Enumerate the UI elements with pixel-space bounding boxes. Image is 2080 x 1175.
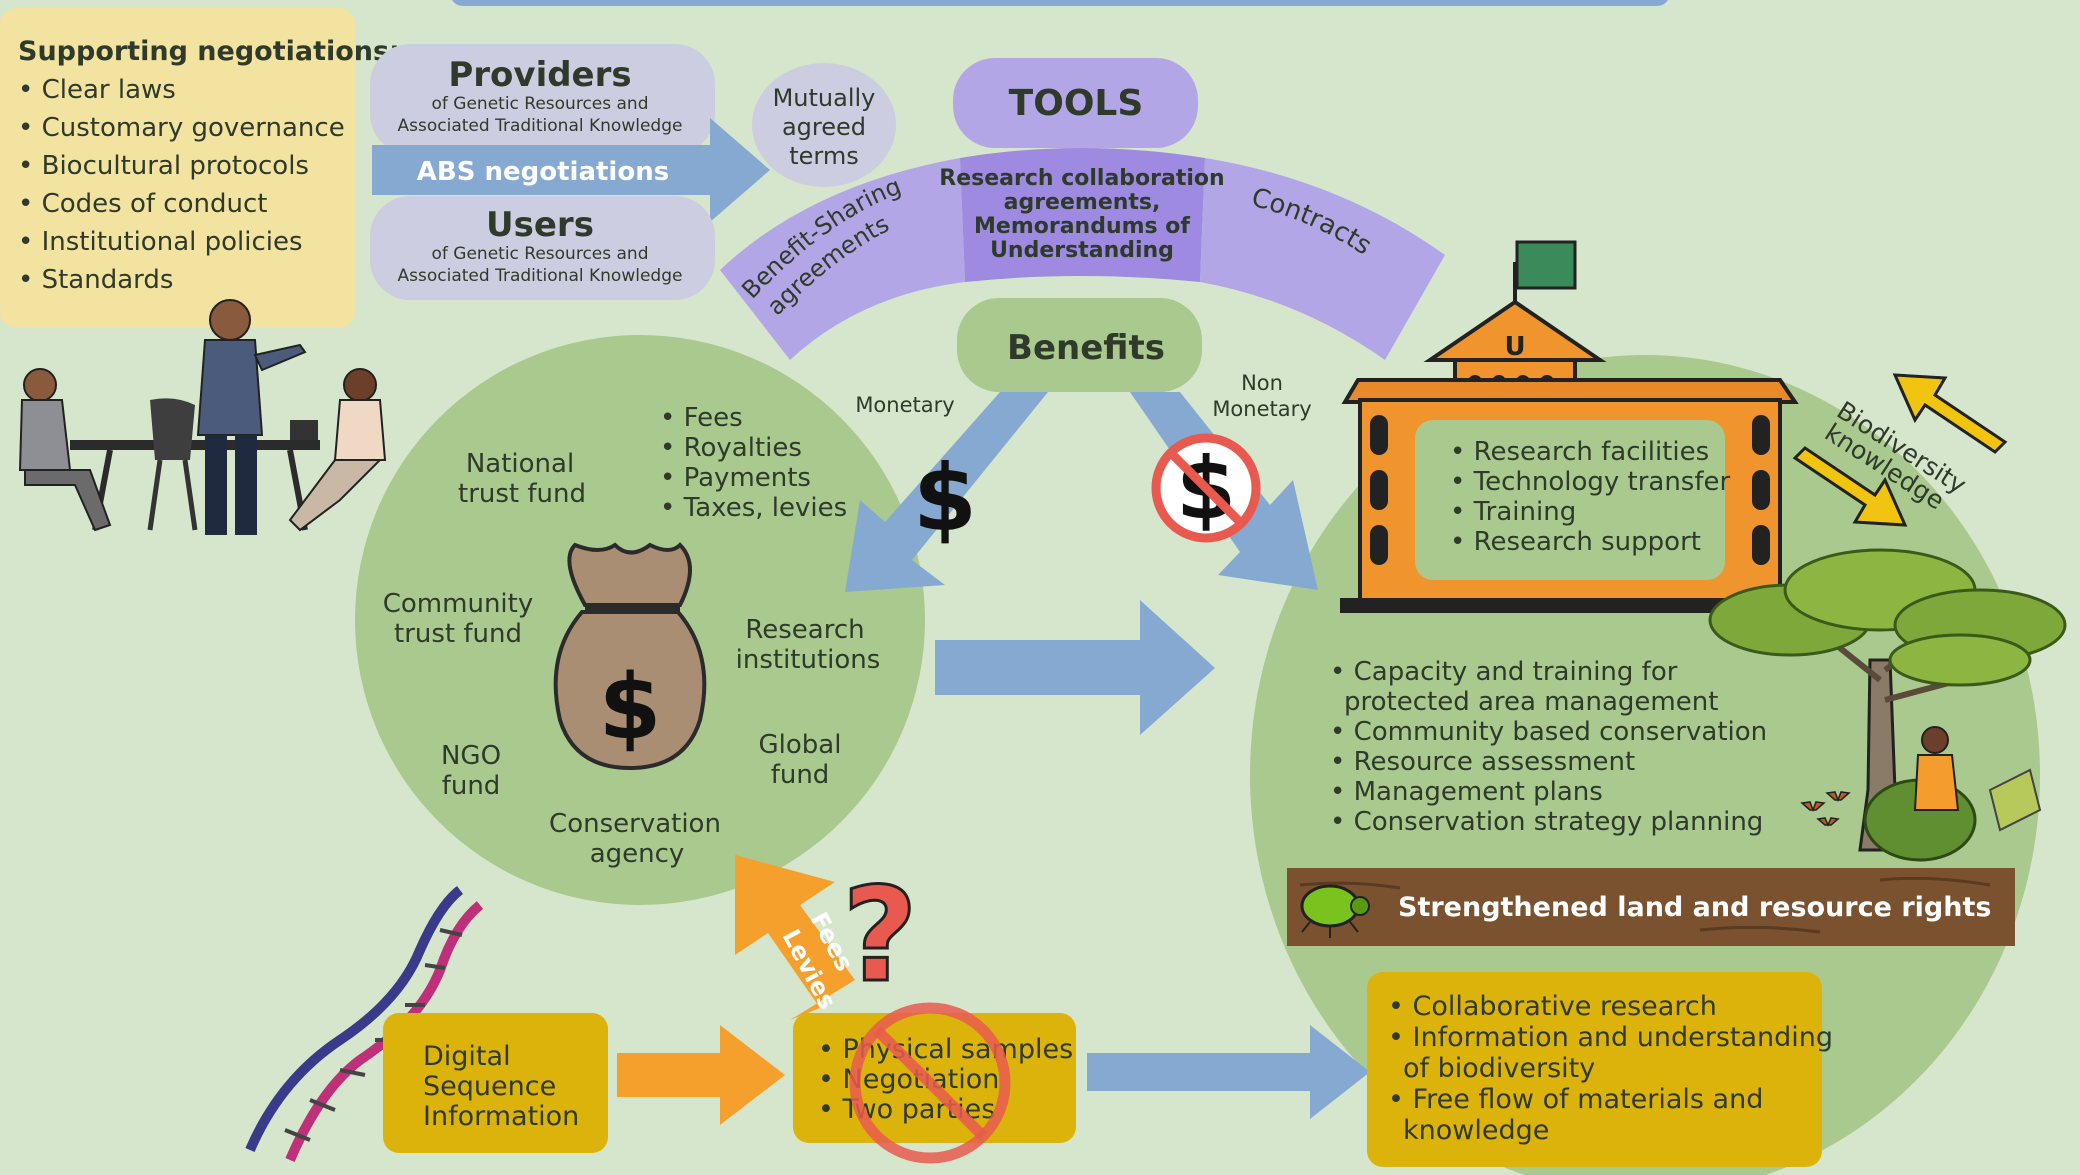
payment-type: • Payments <box>660 463 811 493</box>
users-box: Users of Genetic Resources and Associate… <box>370 196 715 300</box>
providers-subtitle: Associated Traditional Knowledge <box>398 116 683 136</box>
university-item: • Training <box>1450 497 1576 527</box>
users-subtitle: of Genetic Resources and <box>432 244 649 264</box>
mutually-agreed-terms: Mutually agreed terms <box>752 63 896 187</box>
flag-icon <box>1515 240 1577 290</box>
abs-negotiations-label: ABS negotiations <box>417 157 669 187</box>
research-institutions: Research <box>745 615 864 645</box>
land-rights-bar: Strengthened land and resource rights <box>1287 868 2015 946</box>
transfer-arrow <box>935 600 1215 735</box>
money-bag-icon: $ <box>553 542 707 771</box>
conservation-list: • Capacity and training for protected ar… <box>1330 657 1767 837</box>
dsi-box: Digital Sequence Information <box>383 1013 608 1153</box>
supporting-item: • Clear laws <box>18 75 176 105</box>
providers-subtitle: of Genetic Resources and <box>432 94 649 114</box>
ngo-fund: fund <box>442 771 501 801</box>
benefits-title: Benefits <box>1007 328 1165 368</box>
community-trust-fund: Community <box>383 589 533 619</box>
community-trust-fund: trust fund <box>394 619 522 649</box>
conservation-agency: Conservation <box>549 809 721 839</box>
conservation-item: • Management plans <box>1330 777 1603 807</box>
supporting-item: • Standards <box>18 265 173 295</box>
fees-levies-arrow: Fees Levies <box>735 855 859 1020</box>
benefits-box: Benefits <box>957 298 1202 392</box>
tools-title: TOOLS <box>1009 83 1144 124</box>
collaborative-research-box: • Collaborative research • Information a… <box>1367 972 1833 1167</box>
payment-type: • Royalties <box>660 433 802 463</box>
conservation-agency: agency <box>590 839 685 869</box>
people-meeting-icon <box>18 299 387 535</box>
collab-item: knowledge <box>1403 1115 1549 1146</box>
conservation-item: • Resource assessment <box>1330 747 1635 777</box>
payment-type: • Fees <box>660 403 743 433</box>
supporting-item: • Biocultural protocols <box>18 151 309 181</box>
supporting-item: • Codes of conduct <box>18 189 267 219</box>
payment-type: • Taxes, levies <box>660 493 847 523</box>
collab-item: of biodiversity <box>1403 1053 1595 1084</box>
beetle-icon <box>1300 884 1370 938</box>
conservation-item: • Community based conservation <box>1330 717 1767 747</box>
physical-samples-box: • Physical samples • Negotiation • Two p… <box>793 1002 1076 1164</box>
tree-icon <box>1708 548 2067 862</box>
conservation-item: • Capacity and training for <box>1330 657 1678 687</box>
tools-header: TOOLS <box>953 58 1198 148</box>
national-trust-fund: trust fund <box>458 479 586 509</box>
supporting-item: • Institutional policies <box>18 227 303 257</box>
payment-types-list: • Fees • Royalties • Payments • Taxes, l… <box>660 403 847 523</box>
conservation-item: • Conservation strategy planning <box>1330 807 1763 837</box>
users-title: Users <box>486 205 594 245</box>
providers-title: Providers <box>448 55 631 95</box>
mat-line: Mutually <box>773 84 876 112</box>
research-collab-label: Research collaboration <box>939 166 1224 191</box>
top-bar <box>452 0 1668 6</box>
dsi-label: Sequence <box>423 1071 556 1102</box>
ngo-fund: NGO <box>441 741 501 771</box>
providers-box: Providers of Genetic Resources and Assoc… <box>370 44 715 154</box>
collab-item: • Collaborative research <box>1388 991 1717 1022</box>
dsi-label: Information <box>423 1101 579 1132</box>
conservation-item: protected area management <box>1344 687 1718 717</box>
question-mark-icon: ? <box>842 859 917 1011</box>
collab-item: • Free flow of materials and <box>1388 1084 1763 1115</box>
prohibited-icon <box>849 1002 1011 1164</box>
users-subtitle: Associated Traditional Knowledge <box>398 266 683 286</box>
collab-item: • Information and understanding <box>1388 1022 1833 1053</box>
university-letter: U <box>1504 332 1525 362</box>
national-trust-fund: National <box>466 449 574 479</box>
monetary-label: Monetary <box>855 393 954 417</box>
svg-text:$: $ <box>599 655 662 760</box>
monetary-arrow <box>845 392 1048 592</box>
mat-line: agreed <box>782 113 866 141</box>
non-monetary-label: Monetary <box>1212 397 1311 421</box>
collab-arrow <box>1087 1025 1370 1119</box>
butterfly-icon <box>1800 791 1851 827</box>
research-collab-label: Memorandums of <box>974 214 1190 239</box>
physical-item: • Negotiation <box>818 1064 999 1095</box>
university-building-icon: U • Research facilities • Technology tra… <box>1340 240 1800 613</box>
farmer-icon <box>1913 726 2042 832</box>
land-rights-label: Strengthened land and resource rights <box>1398 892 1991 923</box>
non-monetary-label: Non <box>1241 371 1283 395</box>
dollar-icon: $ <box>913 445 977 552</box>
supporting-title: Supporting negotiations: <box>18 36 400 67</box>
university-item: • Technology transfer <box>1450 467 1731 497</box>
research-institutions: institutions <box>736 645 881 675</box>
research-collab-label: agreements, <box>1004 190 1161 215</box>
research-collab-label: Understanding <box>990 238 1174 263</box>
global-fund: Global <box>759 730 842 760</box>
dsi-arrow <box>617 1025 785 1125</box>
university-item: • Research support <box>1450 527 1701 557</box>
supporting-negotiations-box: Supporting negotiations: • Clear laws • … <box>0 8 400 328</box>
no-dollar-icon: $ <box>1151 433 1261 543</box>
cycle-arrows-icon: Biodiversity knowledge <box>1792 373 2008 527</box>
university-item: • Research facilities <box>1450 437 1709 467</box>
global-fund: fund <box>771 760 830 790</box>
dsi-label: Digital <box>423 1041 511 1072</box>
mat-line: terms <box>789 142 859 170</box>
abs-negotiations-arrow: ABS negotiations <box>372 118 770 222</box>
supporting-item: • Customary governance <box>18 113 345 143</box>
